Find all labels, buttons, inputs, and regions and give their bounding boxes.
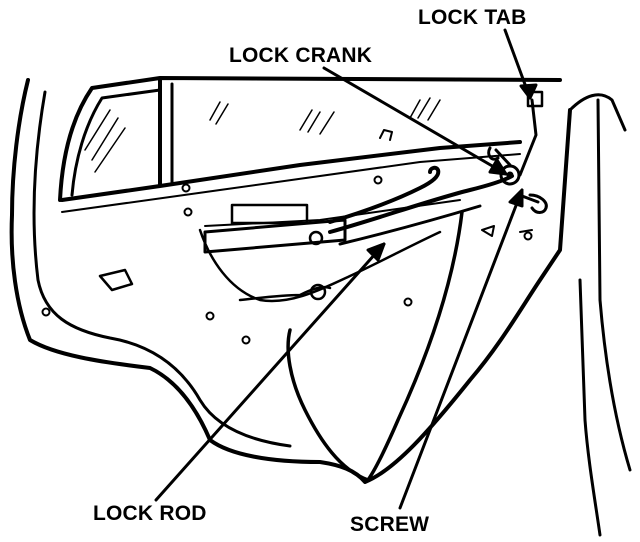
arrow-marker [481, 225, 533, 237]
door-pillar [568, 93, 632, 537]
door-handle-pocket [98, 268, 134, 292]
window-frame [58, 76, 562, 202]
lock-tab [526, 90, 544, 108]
fastener-holes [41, 175, 533, 345]
lock-crank-rod [328, 165, 441, 224]
callout-screw: SCREW [350, 513, 430, 536]
leader-lock-crank [322, 66, 508, 176]
panel-inner-contour [198, 228, 442, 303]
lock-tab-rod [518, 98, 538, 177]
callout-lock-tab: LOCK TAB [418, 6, 527, 29]
lock-crank-pivot [506, 171, 514, 179]
lock-rod-lower [338, 204, 482, 246]
trim-panel [286, 210, 464, 482]
regulator-clip [308, 230, 324, 246]
lock-rod [328, 174, 514, 234]
screw [520, 193, 548, 214]
regulator-bracket [230, 203, 309, 225]
door-inner-edge [32, 90, 292, 448]
callout-lock-crank: LOCK CRANK [229, 44, 373, 67]
leader-lines [154, 28, 538, 510]
window-sill-lower [61, 153, 521, 213]
callout-lock-rod: LOCK ROD [93, 502, 207, 525]
harness-connector [309, 283, 327, 301]
window-sill [60, 140, 522, 202]
anchor-clip [379, 129, 393, 141]
window-frame-inner [70, 88, 162, 197]
leader-lock-rod [154, 242, 386, 502]
leader-screw [398, 188, 524, 510]
glass-reflection [84, 97, 441, 173]
